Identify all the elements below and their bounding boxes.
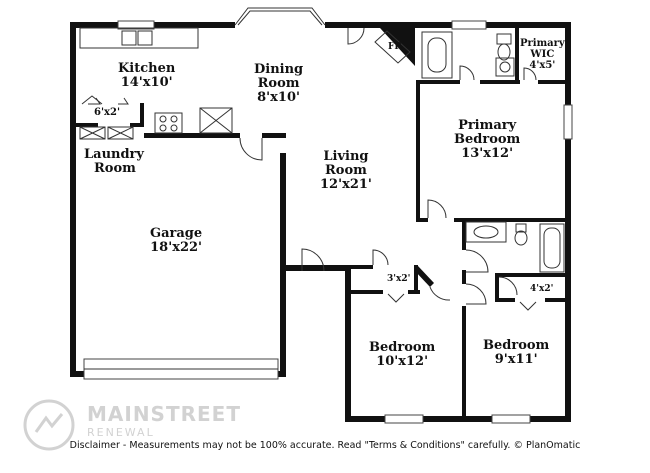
bay-window [234,7,326,26]
garage-label: Garage 18'x22' [150,227,202,255]
laundry-closet-size: 6'x2' [94,107,121,118]
disclaimer: Disclaimer - Measurements may not be 100… [69,440,581,451]
primary-wic-name-line1: Primary [520,38,565,49]
fireplace-hearth [374,30,411,64]
laundry-room-label: Laundry Room [84,148,144,176]
watermark-subtitle: RENEWAL [87,426,155,439]
watermark-title: MAINSTREET [87,402,241,426]
laundry-name-line1: Laundry [84,147,144,162]
bedroom-right-size: 9'x11' [494,352,538,367]
dining-name-line2: Room [257,76,300,91]
dining-name-line1: Dining [254,62,304,77]
windows [83,20,573,424]
hall-bath-fixtures [465,221,565,273]
primary-bedroom-name-line2: Bedroom [454,132,521,147]
living-size: 12'x21' [320,177,372,192]
mainstreet-logo-icon [23,399,75,451]
interior-walls [70,28,568,420]
laundry-closet-label: 6'x2' [94,107,120,118]
garage-size: 18'x22' [150,240,203,255]
primary-bath-fixtures [421,31,515,79]
bedroom-right-label: Bedroom 9'x11' [483,339,549,367]
primary-bedroom-label: Primary Bedroom 13'x12' [454,119,520,161]
fireplace-label: FP [388,42,401,52]
garage-name: Garage [150,226,203,241]
fireplace-text: FP [388,42,402,52]
door-swings [81,27,537,311]
bedroom-left-label: Bedroom 10'x12' [369,341,435,369]
living-name-line1: Living [323,149,369,164]
dining-room-label: Dining Room 8'x10' [254,63,303,105]
kitchen-name: Kitchen [118,61,176,76]
bedroom-left-name: Bedroom [369,340,436,355]
closet-left-size: 3'x2' [387,274,411,284]
dining-size: 8'x10' [257,90,300,105]
kitchen-size: 14'x10' [120,75,173,90]
closet-left-label: 3'x2' [387,274,410,284]
laundry-fixtures [79,97,134,140]
laundry-name-line2: Room [94,161,136,176]
closet-right-label: 4'x2' [530,284,553,294]
primary-bedroom-name-line1: Primary [458,118,517,133]
primary-wic-size: 4'x5' [529,60,556,71]
kitchen-fixtures [79,27,233,134]
fireplace-block [380,28,415,66]
living-room-label: Living Room 12'x21' [320,150,372,192]
primary-bedroom-size: 13'x12' [461,146,514,161]
watermark: MAINSTREET RENEWAL [22,398,240,456]
bay-window-inner [237,10,323,26]
kitchen-label: Kitchen 14'x10' [118,62,175,90]
bedroom-right-name: Bedroom [483,338,550,353]
bedroom-left-size: 10'x12' [376,354,429,369]
primary-wic-name-line2: WIC [530,49,555,60]
closet-right-size: 4'x2' [530,284,554,294]
primary-wic-label: Primary WIC 4'x5' [520,38,565,71]
living-name-line2: Room [325,163,367,178]
